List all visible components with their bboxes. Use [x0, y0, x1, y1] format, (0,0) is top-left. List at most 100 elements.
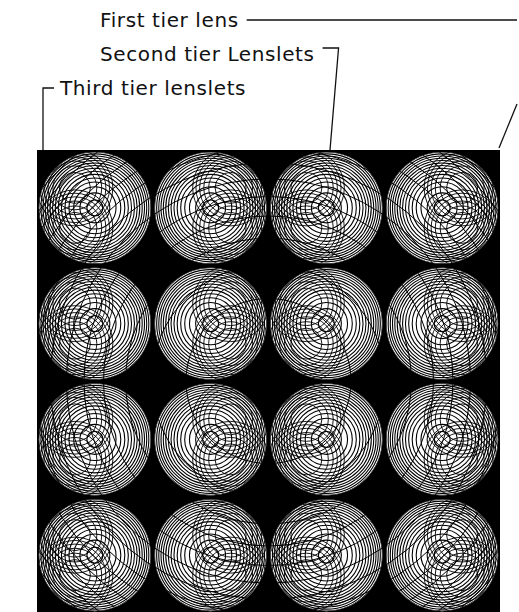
zone-ring — [163, 161, 258, 256]
zone-ring — [400, 513, 485, 598]
zone-ring — [59, 560, 90, 591]
zone-ring — [35, 148, 502, 612]
zone-ring — [424, 306, 500, 382]
zone-ring — [400, 397, 485, 482]
zone-ring — [209, 166, 253, 210]
zone-ring — [427, 309, 496, 378]
zone-ring — [395, 508, 490, 603]
zone-ring — [386, 383, 498, 495]
zone-ring — [204, 508, 258, 562]
zone-ring — [434, 547, 450, 563]
zone-ring — [281, 163, 371, 253]
zone-ring — [287, 516, 366, 595]
zone-ring — [388, 385, 496, 493]
zone-ring — [400, 281, 485, 366]
zone-ring — [272, 309, 341, 378]
zone-ring — [65, 409, 125, 469]
zone-ring — [200, 313, 262, 375]
zone-ring — [45, 274, 144, 373]
zone-ring — [280, 277, 334, 331]
zone-ring — [412, 294, 472, 354]
zone-ring — [50, 510, 140, 600]
zone-ring — [209, 553, 253, 597]
zone-ring — [421, 534, 463, 576]
zone-ring — [403, 400, 482, 479]
zone-ring — [268, 306, 344, 382]
zone-ring — [280, 161, 334, 215]
zone-ring — [447, 212, 478, 243]
zone-ring — [318, 316, 334, 332]
zone-ring — [200, 544, 262, 606]
zone-ring — [277, 505, 376, 604]
zone-ring — [53, 166, 138, 251]
zone-ring — [290, 171, 363, 244]
zone-ring — [403, 168, 482, 247]
zone-ring — [53, 322, 97, 366]
zone-ring — [275, 272, 379, 376]
zone-ring — [45, 158, 144, 257]
leader-lines — [43, 20, 517, 150]
zone-ring — [268, 150, 344, 226]
zone-ring — [163, 276, 258, 371]
zone-ring — [126, 238, 412, 524]
zone-ring — [284, 166, 328, 210]
zone-ring — [390, 272, 494, 376]
zone-ring — [390, 156, 494, 260]
zone-ring — [58, 518, 131, 591]
zone-ring — [280, 317, 334, 371]
zone-ring — [37, 190, 113, 266]
zone-ring — [392, 505, 491, 604]
zone-ring — [275, 388, 337, 450]
zone-ring — [84, 197, 453, 566]
zone-ring — [215, 560, 246, 591]
zone-ring — [193, 537, 269, 612]
zone-ring — [168, 166, 253, 251]
zone-ring — [277, 158, 376, 257]
zone-ring — [275, 156, 379, 260]
zone-ring — [186, 299, 351, 464]
zone-ring — [41, 385, 149, 493]
zone-ring — [281, 510, 371, 600]
zone-ring — [280, 393, 334, 447]
zone-ring — [157, 270, 265, 378]
zone-ring — [59, 212, 90, 243]
zone-ring — [155, 499, 267, 611]
zone-ring — [87, 547, 103, 563]
second-tier-lenslet — [386, 499, 498, 611]
second-tier-lenslet — [386, 152, 498, 264]
zone-ring — [400, 166, 485, 251]
zone-ring — [284, 166, 369, 251]
zone-ring — [424, 381, 500, 457]
zone-ring — [59, 444, 90, 475]
zone-ring — [53, 281, 138, 366]
zone-ring — [61, 406, 128, 473]
zone-ring — [41, 270, 149, 378]
zone-ring — [45, 390, 144, 489]
zone-ring — [293, 522, 360, 589]
zone-ring — [440, 397, 484, 441]
zone-ring — [272, 270, 380, 378]
zone-ring — [209, 513, 253, 557]
zone-ring — [284, 553, 328, 597]
zone-ring — [48, 508, 143, 603]
second-tier-lenslet — [155, 268, 267, 380]
zone-ring — [209, 397, 253, 441]
zone-ring — [45, 505, 144, 604]
zone-ring — [204, 201, 258, 255]
zone-ring — [159, 272, 263, 376]
zone-ring — [409, 406, 476, 473]
zone-ring — [48, 161, 143, 256]
zone-ring — [431, 273, 493, 335]
zone-ring — [174, 171, 247, 244]
zone-ring — [43, 156, 147, 260]
zone-ring — [215, 212, 246, 243]
zone-ring — [40, 540, 109, 609]
zone-ring — [55, 400, 134, 479]
part-label: Second tier Lenslets — [100, 42, 315, 66]
zone-ring — [386, 152, 498, 264]
zone-ring — [177, 174, 244, 241]
zone-ring — [277, 274, 376, 373]
zone-ring — [161, 274, 260, 373]
zone-ring — [395, 161, 490, 256]
zone-ring — [50, 394, 140, 484]
